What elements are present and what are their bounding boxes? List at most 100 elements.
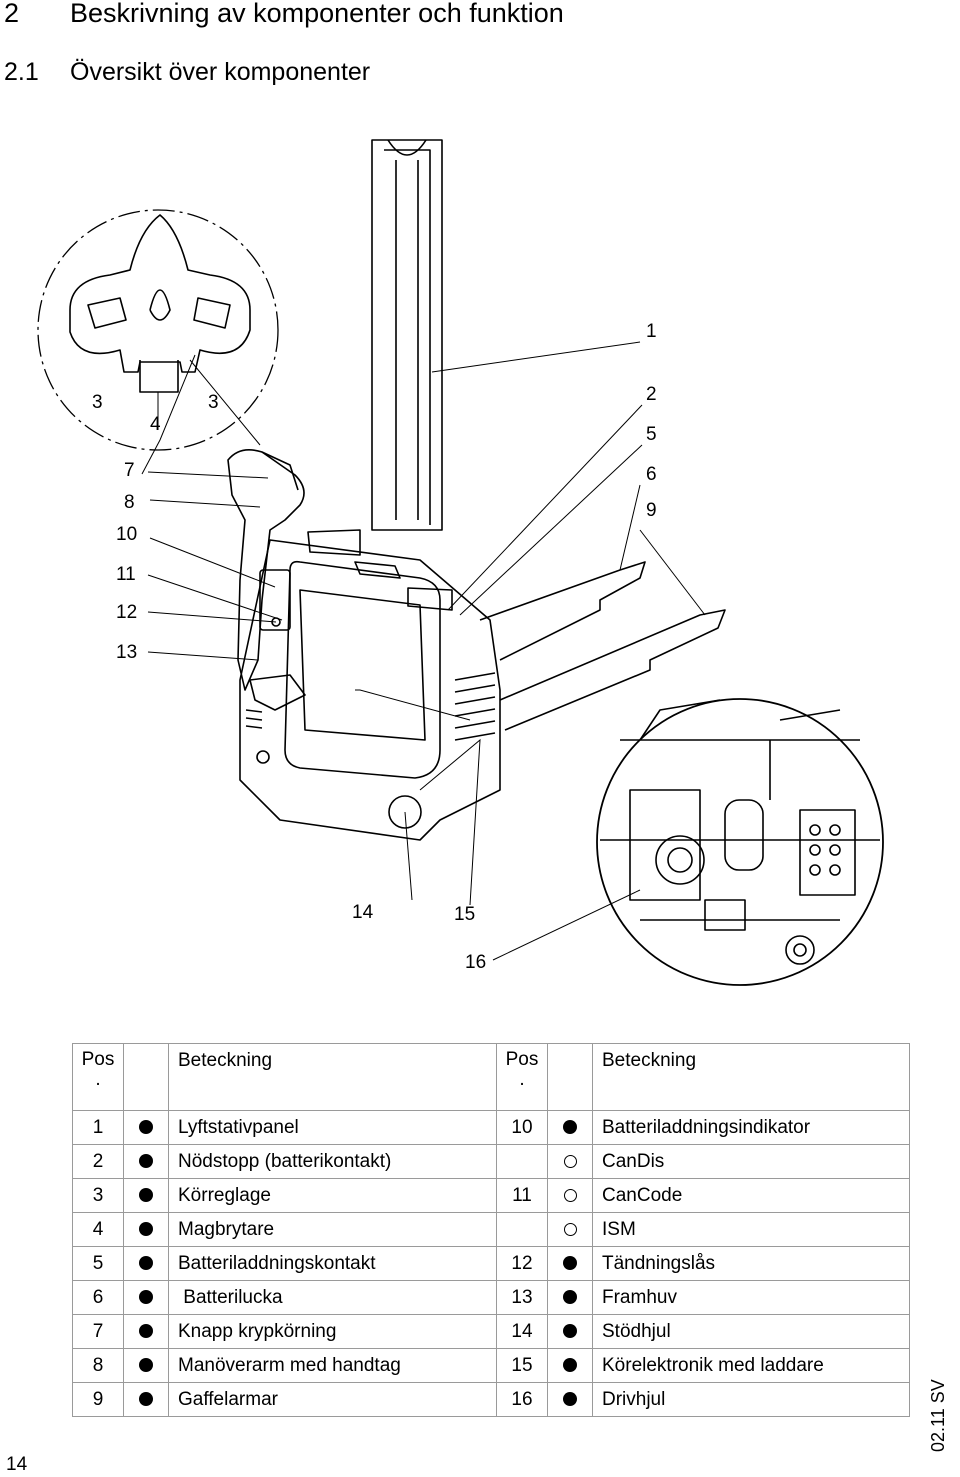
electronics-detail-icon (596, 698, 884, 986)
filled-circle-icon (563, 1392, 577, 1407)
callout-4: 4 (150, 414, 161, 435)
truck-body-icon (239, 539, 501, 841)
header-mark-right (547, 1043, 593, 1111)
callout-13: 13 (116, 642, 137, 663)
callout-12: 12 (116, 602, 137, 623)
label-cell-right: Tändningslås (592, 1246, 910, 1281)
mark-cell-left (123, 1348, 169, 1383)
header-label-left: Beteckning (168, 1043, 497, 1111)
pos-cell-left: 4 (72, 1212, 124, 1247)
mark-cell-right (547, 1280, 593, 1315)
filled-circle-icon (139, 1358, 153, 1373)
label-cell-left: Lyftstativpanel (168, 1110, 497, 1145)
handle-detail-icon (69, 214, 251, 373)
callout-2: 2 (646, 384, 657, 405)
callout-3-left: 3 (92, 392, 103, 413)
section-heading: 2.1 Översikt över komponenter (4, 56, 370, 88)
callout-10: 10 (116, 524, 137, 545)
mark-cell-left (123, 1382, 169, 1417)
mast-icon (371, 139, 443, 531)
callout-16: 16 (465, 952, 486, 973)
label-cell-left: Magbrytare (168, 1212, 497, 1247)
callout-5: 5 (646, 424, 657, 445)
section-title: Översikt över komponenter (70, 58, 371, 86)
mark-cell-left (123, 1246, 169, 1281)
label-cell-left: Gaffelarmar (168, 1382, 497, 1417)
callout-15: 15 (454, 904, 475, 925)
mark-cell-right (547, 1382, 593, 1417)
header-pos-left: Pos. (72, 1043, 124, 1111)
header-pos-right: Pos. (496, 1043, 548, 1111)
label-cell-right: Batteriladdningsindikator (592, 1110, 910, 1145)
pos-cell-right: 11 (496, 1178, 548, 1213)
pos-cell-left: 7 (72, 1314, 124, 1349)
filled-circle-icon (563, 1256, 577, 1271)
callout-3-right: 3 (208, 392, 219, 413)
chapter-title: Beskrivning av komponenter och funktion (70, 0, 564, 28)
filled-circle-icon (563, 1324, 577, 1339)
tiller-arm-icon (227, 449, 306, 711)
label-cell-right: CanCode (592, 1178, 910, 1213)
pos-cell-right: 13 (496, 1280, 548, 1315)
pos-cell-right (496, 1144, 548, 1179)
label-cell-right: Körelektronik med laddare (592, 1348, 910, 1383)
filled-circle-icon (139, 1324, 153, 1339)
pos-cell-right: 16 (496, 1382, 548, 1417)
handle-detail-circle (37, 209, 279, 451)
component-legend-table: Pos. Beteckning Pos. Beteckning 1 Lyftsta… (72, 1043, 910, 1417)
callout-9: 9 (646, 500, 657, 521)
pos-cell-right: 14 (496, 1314, 548, 1349)
open-circle-icon (563, 1154, 577, 1168)
component-diagram: 1 2 5 6 9 3 4 3 7 8 10 11 12 13 14 15 16 (37, 139, 884, 986)
open-circle-icon (563, 1222, 577, 1236)
filled-circle-icon (139, 1290, 153, 1305)
filled-circle-icon (139, 1222, 153, 1237)
pos-cell-right: 10 (496, 1110, 548, 1145)
header-label-right: Beteckning (592, 1043, 910, 1111)
filled-circle-icon (139, 1120, 153, 1135)
label-cell-left: Nödstopp (batterikontakt) (168, 1144, 497, 1179)
page-number: 14 (6, 1454, 28, 1475)
mark-cell-right (547, 1348, 593, 1383)
mark-cell-left (123, 1110, 169, 1145)
callout-1: 1 (646, 321, 657, 342)
pos-cell-left: 1 (72, 1110, 124, 1145)
label-cell-left: Batterilucka (168, 1280, 497, 1315)
mark-cell-right (547, 1314, 593, 1349)
mark-cell-right (547, 1144, 593, 1179)
callout-6: 6 (646, 464, 657, 485)
filled-circle-icon (139, 1392, 153, 1407)
filled-circle-icon (563, 1120, 577, 1135)
mark-cell-left (123, 1178, 169, 1213)
callout-7: 7 (124, 460, 135, 481)
pos-cell-right: 15 (496, 1348, 548, 1383)
filled-circle-icon (563, 1358, 577, 1373)
label-cell-right: CanDis (592, 1144, 910, 1179)
label-cell-left: Körreglage (168, 1178, 497, 1213)
header-mark-left (123, 1043, 169, 1111)
pos-cell-right: 12 (496, 1246, 548, 1281)
label-cell-left: Knapp krypkörning (168, 1314, 497, 1349)
filled-circle-icon (563, 1290, 577, 1305)
label-cell-right: Stödhjul (592, 1314, 910, 1349)
mark-cell-left (123, 1280, 169, 1315)
mark-cell-right (547, 1246, 593, 1281)
filled-circle-icon (139, 1154, 153, 1169)
callout-14: 14 (352, 902, 374, 923)
pos-cell-left: 3 (72, 1178, 124, 1213)
mark-cell-left (123, 1212, 169, 1247)
section-number: 2.1 (4, 58, 39, 86)
label-cell-right: Framhuv (592, 1280, 910, 1315)
pos-cell-right (496, 1212, 548, 1247)
open-circle-icon (563, 1188, 577, 1202)
mark-cell-right (547, 1178, 593, 1213)
edition-label: 02.11 SV (928, 1379, 948, 1452)
